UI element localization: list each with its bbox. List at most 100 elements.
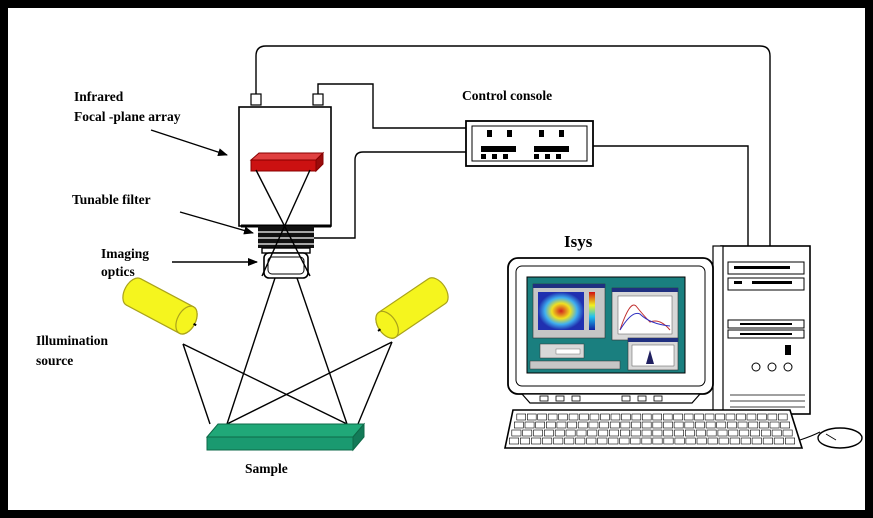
- keyboard-key: [685, 437, 696, 445]
- keyboard-key: [621, 413, 631, 421]
- arrow-to-camera: [150, 129, 228, 156]
- keyboard-key: [663, 437, 674, 445]
- label-illum-line1: Illumination: [36, 333, 109, 348]
- keyboard-key: [652, 413, 662, 421]
- keyboard-key: [568, 413, 579, 421]
- keyboard-key: [609, 421, 620, 429]
- monitor-icon: [507, 257, 714, 404]
- keyboard-key: [543, 429, 554, 437]
- keyboard-key: [663, 421, 673, 429]
- keyboard-key: [684, 421, 695, 429]
- keyboard-key: [652, 421, 663, 429]
- keyboard-icon: [504, 409, 804, 449]
- label-illum-line2: source: [36, 353, 73, 368]
- keyboard-key: [762, 437, 773, 445]
- keyboard-key: [784, 437, 795, 445]
- mouse-icon: [799, 427, 863, 449]
- keyboard-key: [588, 421, 599, 429]
- keyboard-key: [619, 437, 630, 445]
- illumination-lamp-icon-left: [122, 277, 198, 335]
- keyboard-key: [511, 429, 522, 437]
- keyboard-key: [609, 429, 619, 437]
- keyboard-key: [727, 421, 737, 429]
- keyboard-key: [652, 429, 663, 437]
- tunable-filter-icon: [258, 226, 314, 248]
- keyboard-key: [558, 413, 568, 421]
- keyboard-key: [631, 421, 641, 429]
- keyboard-key: [526, 413, 537, 421]
- keyboard-key: [600, 413, 610, 421]
- label-isys: Isys: [564, 232, 593, 251]
- keyboard-key: [782, 429, 793, 437]
- keyboard-key: [740, 437, 751, 445]
- keyboard-key: [597, 437, 608, 445]
- keyboard-key: [773, 437, 784, 445]
- keyboard-key: [725, 413, 736, 421]
- keyboard-key: [683, 413, 694, 421]
- keyboard-key: [587, 429, 598, 437]
- keyboard-key: [751, 437, 762, 445]
- control-console-icon: [465, 120, 594, 167]
- keyboard-key: [674, 429, 684, 437]
- keyboard-key: [729, 437, 740, 445]
- keyboard-key: [758, 421, 769, 429]
- keyboard-key: [673, 421, 684, 429]
- keyboard-key: [673, 413, 683, 421]
- keyboard-key: [777, 413, 788, 421]
- keyboard-key: [716, 421, 727, 429]
- keyboard-key: [610, 413, 621, 421]
- keyboard-key: [630, 437, 641, 445]
- keyboard-key: [674, 437, 685, 445]
- keyboard-keys: [508, 413, 795, 445]
- focal-plane-sensor: [249, 152, 325, 161]
- keyboard-key: [631, 413, 642, 421]
- keyboard-key: [728, 429, 739, 437]
- keyboard-key: [718, 437, 729, 445]
- keyboard-key: [598, 429, 609, 437]
- keyboard-key: [684, 429, 695, 437]
- keyboard-key: [524, 421, 535, 429]
- keyboard-key: [577, 421, 588, 429]
- infrared-camera-icon: [238, 93, 332, 228]
- keyboard-key: [760, 429, 771, 437]
- keyboard-key: [746, 413, 757, 421]
- arrow-to-filter: [179, 211, 254, 235]
- cables: [255, 45, 771, 246]
- keyboard-key: [750, 429, 760, 437]
- label-fpa-line2: Focal -plane array: [74, 109, 181, 124]
- keyboard-key: [771, 429, 782, 437]
- keyboard-key: [736, 413, 746, 421]
- keyboard-key: [641, 429, 652, 437]
- keyboard-key: [564, 437, 575, 445]
- keyboard-key: [556, 421, 567, 429]
- keyboard-key: [695, 421, 705, 429]
- label-imaging-line2: optics: [101, 264, 135, 279]
- keyboard-key: [705, 421, 716, 429]
- keyboard-key: [586, 437, 597, 445]
- keyboard-key: [715, 413, 725, 421]
- cable-camera-to-console: [317, 83, 466, 129]
- keyboard-key: [535, 421, 545, 429]
- keyboard-key: [739, 429, 750, 437]
- keyboard-key: [748, 421, 759, 429]
- imaging-optics-icon: [261, 247, 311, 279]
- keyboard-key: [707, 437, 718, 445]
- cable-filter-to-console: [314, 151, 466, 239]
- keyboard-key: [547, 413, 558, 421]
- keyboard-key: [589, 413, 600, 421]
- label-sample: Sample: [245, 461, 288, 476]
- keyboard-key: [630, 429, 641, 437]
- keyboard-key: [608, 437, 619, 445]
- keyboard-key: [663, 429, 674, 437]
- keyboard-key: [553, 437, 564, 445]
- illumination-lamp-icon-right: [375, 277, 449, 339]
- keyboard-key: [537, 413, 547, 421]
- keyboard-key: [533, 429, 543, 437]
- keyboard-key: [696, 437, 707, 445]
- label-control-console: Control console: [462, 88, 552, 103]
- keyboard-key: [641, 421, 652, 429]
- keyboard-key: [737, 421, 748, 429]
- keyboard-key: [641, 413, 652, 421]
